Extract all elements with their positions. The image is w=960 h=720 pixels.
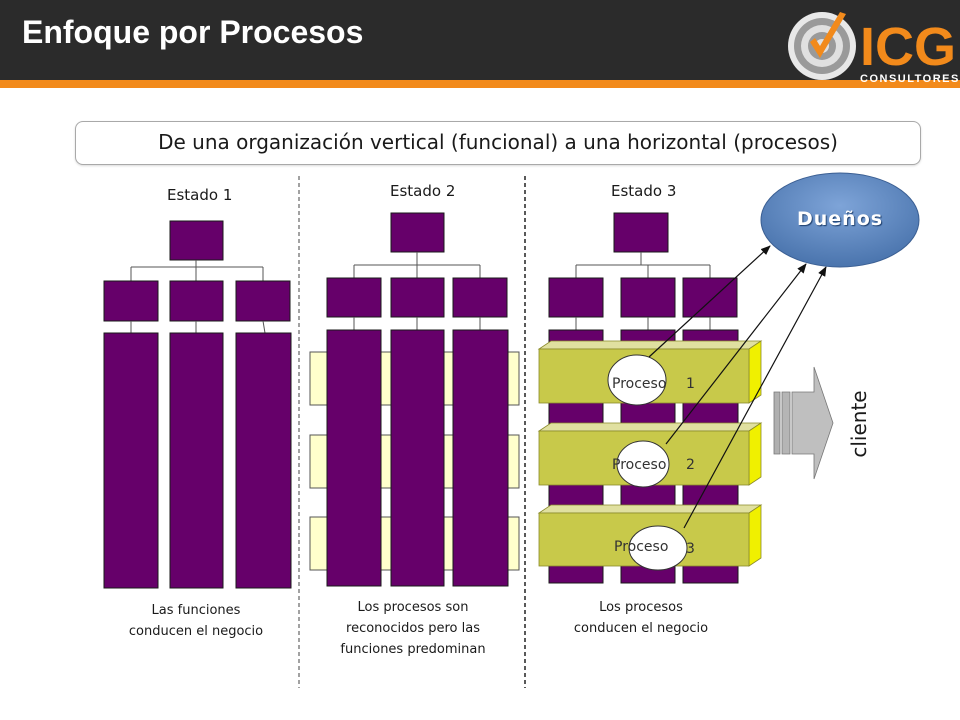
client-label: cliente <box>847 390 871 458</box>
caption-line: Las funciones <box>151 603 241 618</box>
client-arrow <box>773 366 834 480</box>
top-box <box>169 220 224 261</box>
caption-line: conducen el negocio <box>573 621 709 636</box>
caption-line: Los procesos <box>599 600 683 615</box>
process-owner-marker-3 <box>628 525 688 571</box>
slide-title: Enfoque por Procesos <box>22 14 364 50</box>
function-box <box>103 280 159 322</box>
function-box <box>620 277 676 318</box>
function-column <box>235 332 292 589</box>
function-box <box>390 277 445 318</box>
state-3-org-chart: Proceso 1 Proceso 2 Proceso 3 <box>537 212 763 584</box>
process-2-number: 2 <box>686 457 695 473</box>
logo-subtext: CONSULTORES <box>860 73 960 85</box>
function-box <box>548 277 604 318</box>
icg-logo: ICG CONSULTORES <box>788 12 960 85</box>
owners-label: Dueños <box>797 208 884 230</box>
top-box <box>390 212 445 253</box>
caption-line: Los procesos son <box>357 600 469 615</box>
caption-line: conducen el negocio <box>128 624 264 639</box>
state-2-org-chart <box>309 212 520 587</box>
function-box <box>235 280 291 322</box>
process-owner-marker-2 <box>616 440 670 488</box>
process-3-number: 3 <box>686 541 695 557</box>
process-2-word: Proceso <box>612 457 666 473</box>
owners-ellipse <box>760 172 920 268</box>
top-box <box>613 212 669 253</box>
process-3-word: Proceso <box>614 539 668 555</box>
subtitle-box: De una organización vertical (funcional)… <box>75 121 921 165</box>
title-accent-strip <box>0 80 960 88</box>
state-2-caption: Los procesos son reconocidos pero las fu… <box>308 597 518 660</box>
function-column <box>452 329 509 587</box>
function-column <box>326 329 382 587</box>
function-column <box>169 332 224 589</box>
target-icon <box>788 12 856 80</box>
state-1-org-chart <box>103 220 292 589</box>
caption-line: reconocidos pero las <box>346 621 480 636</box>
process-owner-marker-1 <box>607 354 667 406</box>
function-column <box>103 332 159 589</box>
state-1-label: Estado 1 <box>167 186 233 204</box>
function-box <box>326 277 382 318</box>
process-1-word: Proceso <box>612 376 666 392</box>
logo-wordmark: ICG <box>860 17 956 77</box>
process-1-number: 1 <box>686 376 695 392</box>
function-column <box>390 329 445 587</box>
function-box <box>452 277 508 318</box>
state-1-caption: Las funciones conducen el negocio <box>96 600 296 642</box>
owner-arrow-3 <box>683 266 827 529</box>
subtitle-text: De una organización vertical (funcional)… <box>158 130 838 154</box>
owner-arrow-2 <box>665 263 807 445</box>
state-3-label: Estado 3 <box>611 182 677 200</box>
owner-arrow-1 <box>648 245 771 358</box>
caption-line: funciones predominan <box>340 642 486 657</box>
state-3-caption: Los procesos conducen el negocio <box>536 597 746 639</box>
state-2-label: Estado 2 <box>390 182 456 200</box>
function-box <box>169 280 224 322</box>
